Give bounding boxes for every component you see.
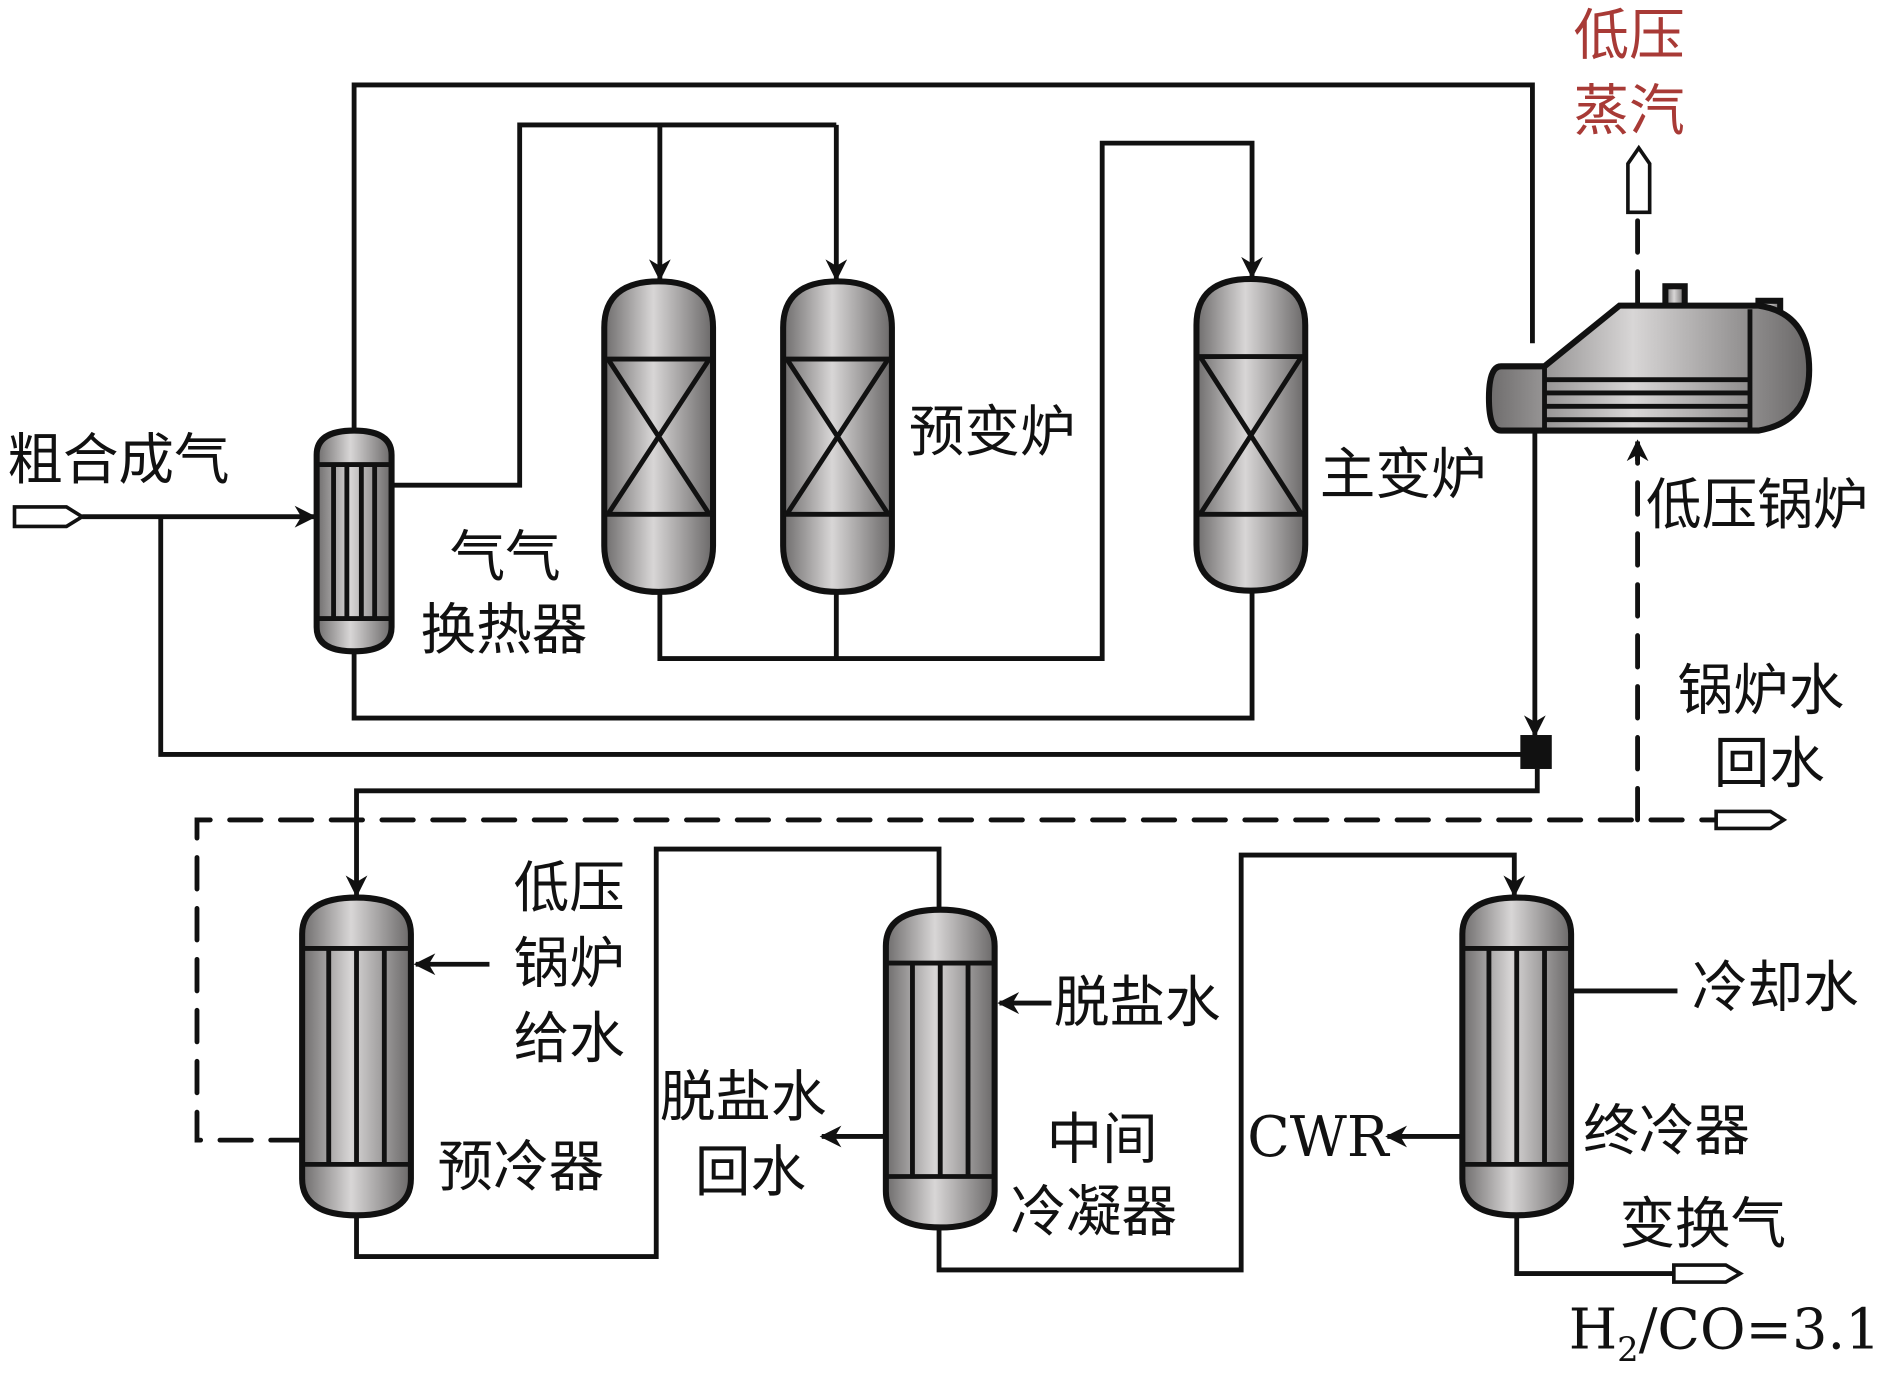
final-cooler-label: 终冷器 (1583, 1099, 1750, 1164)
main-shift-label: 主变炉 (1320, 443, 1487, 508)
mid-condenser-label-1: 中间 (1047, 1107, 1158, 1172)
boiler-return-label-2: 回水 (1714, 731, 1825, 796)
pre-shift-reactor-1 (601, 278, 717, 595)
main-shift-reactor (1193, 275, 1309, 594)
lp-feedwater-label-1: 低压 (514, 856, 625, 921)
exchanger-label-1: 气气 (450, 525, 561, 590)
mid-condenser-label-2: 冷凝器 (1010, 1180, 1177, 1245)
shift-gas-outlet-port (1672, 1263, 1744, 1284)
pre-shift-reactor-2 (780, 278, 895, 595)
lp-boiler-label: 低压锅炉 (1646, 473, 1868, 538)
labels: 粗合成气 气气 换热器 预变炉 主变炉 低压 蒸汽 低压锅炉 锅炉水 回水 低压… (7, 3, 1880, 1368)
ratio-subscript: 2 (1617, 1330, 1639, 1369)
lp-steam-label-1: 低压 (1574, 3, 1685, 68)
shift-gas-label: 变换气 (1619, 1192, 1786, 1257)
h2-co-ratio-label: H2/CO=3.1 (1569, 1298, 1881, 1369)
pipes (82, 82, 1719, 1276)
cwr-label: CWR (1247, 1105, 1391, 1170)
mixing-junction (1520, 735, 1552, 769)
exchanger-label-2: 换热器 (421, 598, 588, 663)
demin-return-label-2: 回水 (695, 1140, 806, 1205)
ratio-h: H (1569, 1298, 1617, 1363)
gas-gas-exchanger (313, 427, 395, 655)
low-pressure-boiler (1485, 283, 1813, 434)
pre-cooler (299, 894, 414, 1219)
pre-shift-label: 预变炉 (909, 400, 1076, 465)
ratio-rest: /CO=3.1 (1639, 1298, 1881, 1363)
demin-water-in-label: 脱盐水 (1054, 970, 1221, 1035)
lp-steam-label-2: 蒸汽 (1574, 79, 1685, 144)
boiler-return-label-1: 锅炉水 (1677, 658, 1844, 723)
feed-label: 粗合成气 (7, 428, 229, 493)
demin-return-label-1: 脱盐水 (660, 1065, 827, 1130)
lp-feedwater-label-3: 给水 (514, 1007, 625, 1072)
boiler-water-outlet-port (1714, 809, 1788, 831)
steam-outlet-port (1626, 144, 1652, 215)
lp-feedwater-label-2: 锅炉 (514, 931, 625, 996)
feed-inlet-port (12, 505, 86, 529)
cooling-water-label: 冷却水 (1692, 956, 1859, 1021)
pre-cooler-label: 预冷器 (437, 1135, 604, 1200)
intermediate-condenser (882, 906, 998, 1231)
final-cooler (1459, 894, 1575, 1219)
